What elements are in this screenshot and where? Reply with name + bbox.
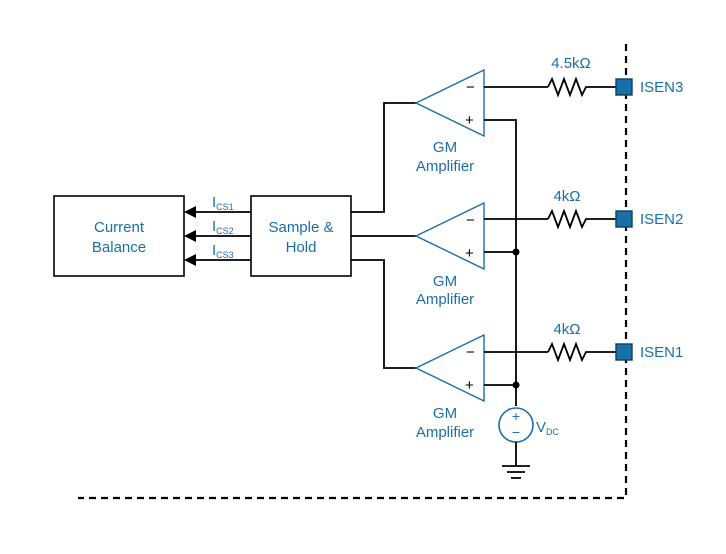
pin-isen2-label: ISEN2 (640, 211, 683, 228)
plus-input-bus (484, 119, 517, 406)
amp3-plus-sign: + (465, 112, 474, 129)
amp3-minus-sign: − (466, 79, 475, 96)
gm-amplifier-3 (414, 68, 485, 138)
amp2-plus-sign: + (465, 245, 474, 262)
amp2-label-line1: GM (433, 273, 457, 290)
ics2-label: ICS2 (212, 218, 234, 236)
sample-hold-block (250, 195, 352, 277)
amp3-label-line2: Amplifier (416, 158, 474, 175)
junction-dot-amp2 (512, 248, 520, 256)
current-balance-block (53, 195, 185, 277)
ics-arrows (184, 206, 251, 266)
pin-isen1-label: ISEN1 (640, 344, 683, 361)
amp3-label-line1: GM (433, 139, 457, 156)
junction-dot-amp1 (512, 381, 520, 389)
gm-amplifier-1 (414, 333, 485, 403)
resistor-isen1 (547, 341, 616, 363)
sample-hold-line2: Hold (286, 239, 317, 256)
ground-symbol (502, 465, 530, 479)
amp1-plus-sign: + (465, 377, 474, 394)
pin-isen2 (615, 210, 633, 228)
vdc-minus-sign: − (512, 424, 520, 440)
resistor-isen3-label: 4.5kΩ (551, 55, 591, 72)
amp2-minus-sign: − (466, 212, 475, 229)
gm-amplifier-2 (414, 201, 485, 271)
vdc-plus-sign: + (512, 408, 520, 424)
amp2-label-line2: Amplifier (416, 291, 474, 308)
ics3-label: ICS3 (212, 242, 234, 260)
resistor-isen3 (547, 76, 616, 98)
current-balance-line1: Current (94, 219, 145, 236)
current-balance-line2: Balance (92, 239, 146, 256)
resistor-isen2 (547, 208, 616, 230)
amp1-minus-sign: − (466, 344, 475, 361)
amp1-label-line2: Amplifier (416, 424, 474, 441)
pin-isen3 (615, 78, 633, 96)
pin-isen3-label: ISEN3 (640, 79, 683, 96)
ics1-label: ICS1 (212, 194, 234, 212)
wire-amp1-out (351, 259, 416, 369)
resistor-isen1-label: 4kΩ (553, 321, 580, 338)
amp1-label-line1: GM (433, 405, 457, 422)
resistor-isen2-label: 4kΩ (553, 188, 580, 205)
wire-amp3-out (351, 102, 416, 213)
vdc-label: VDC (536, 419, 560, 437)
pin-isen1 (615, 343, 633, 361)
sample-hold-line1: Sample & (268, 219, 333, 236)
boundary-dashed-line (78, 44, 628, 500)
